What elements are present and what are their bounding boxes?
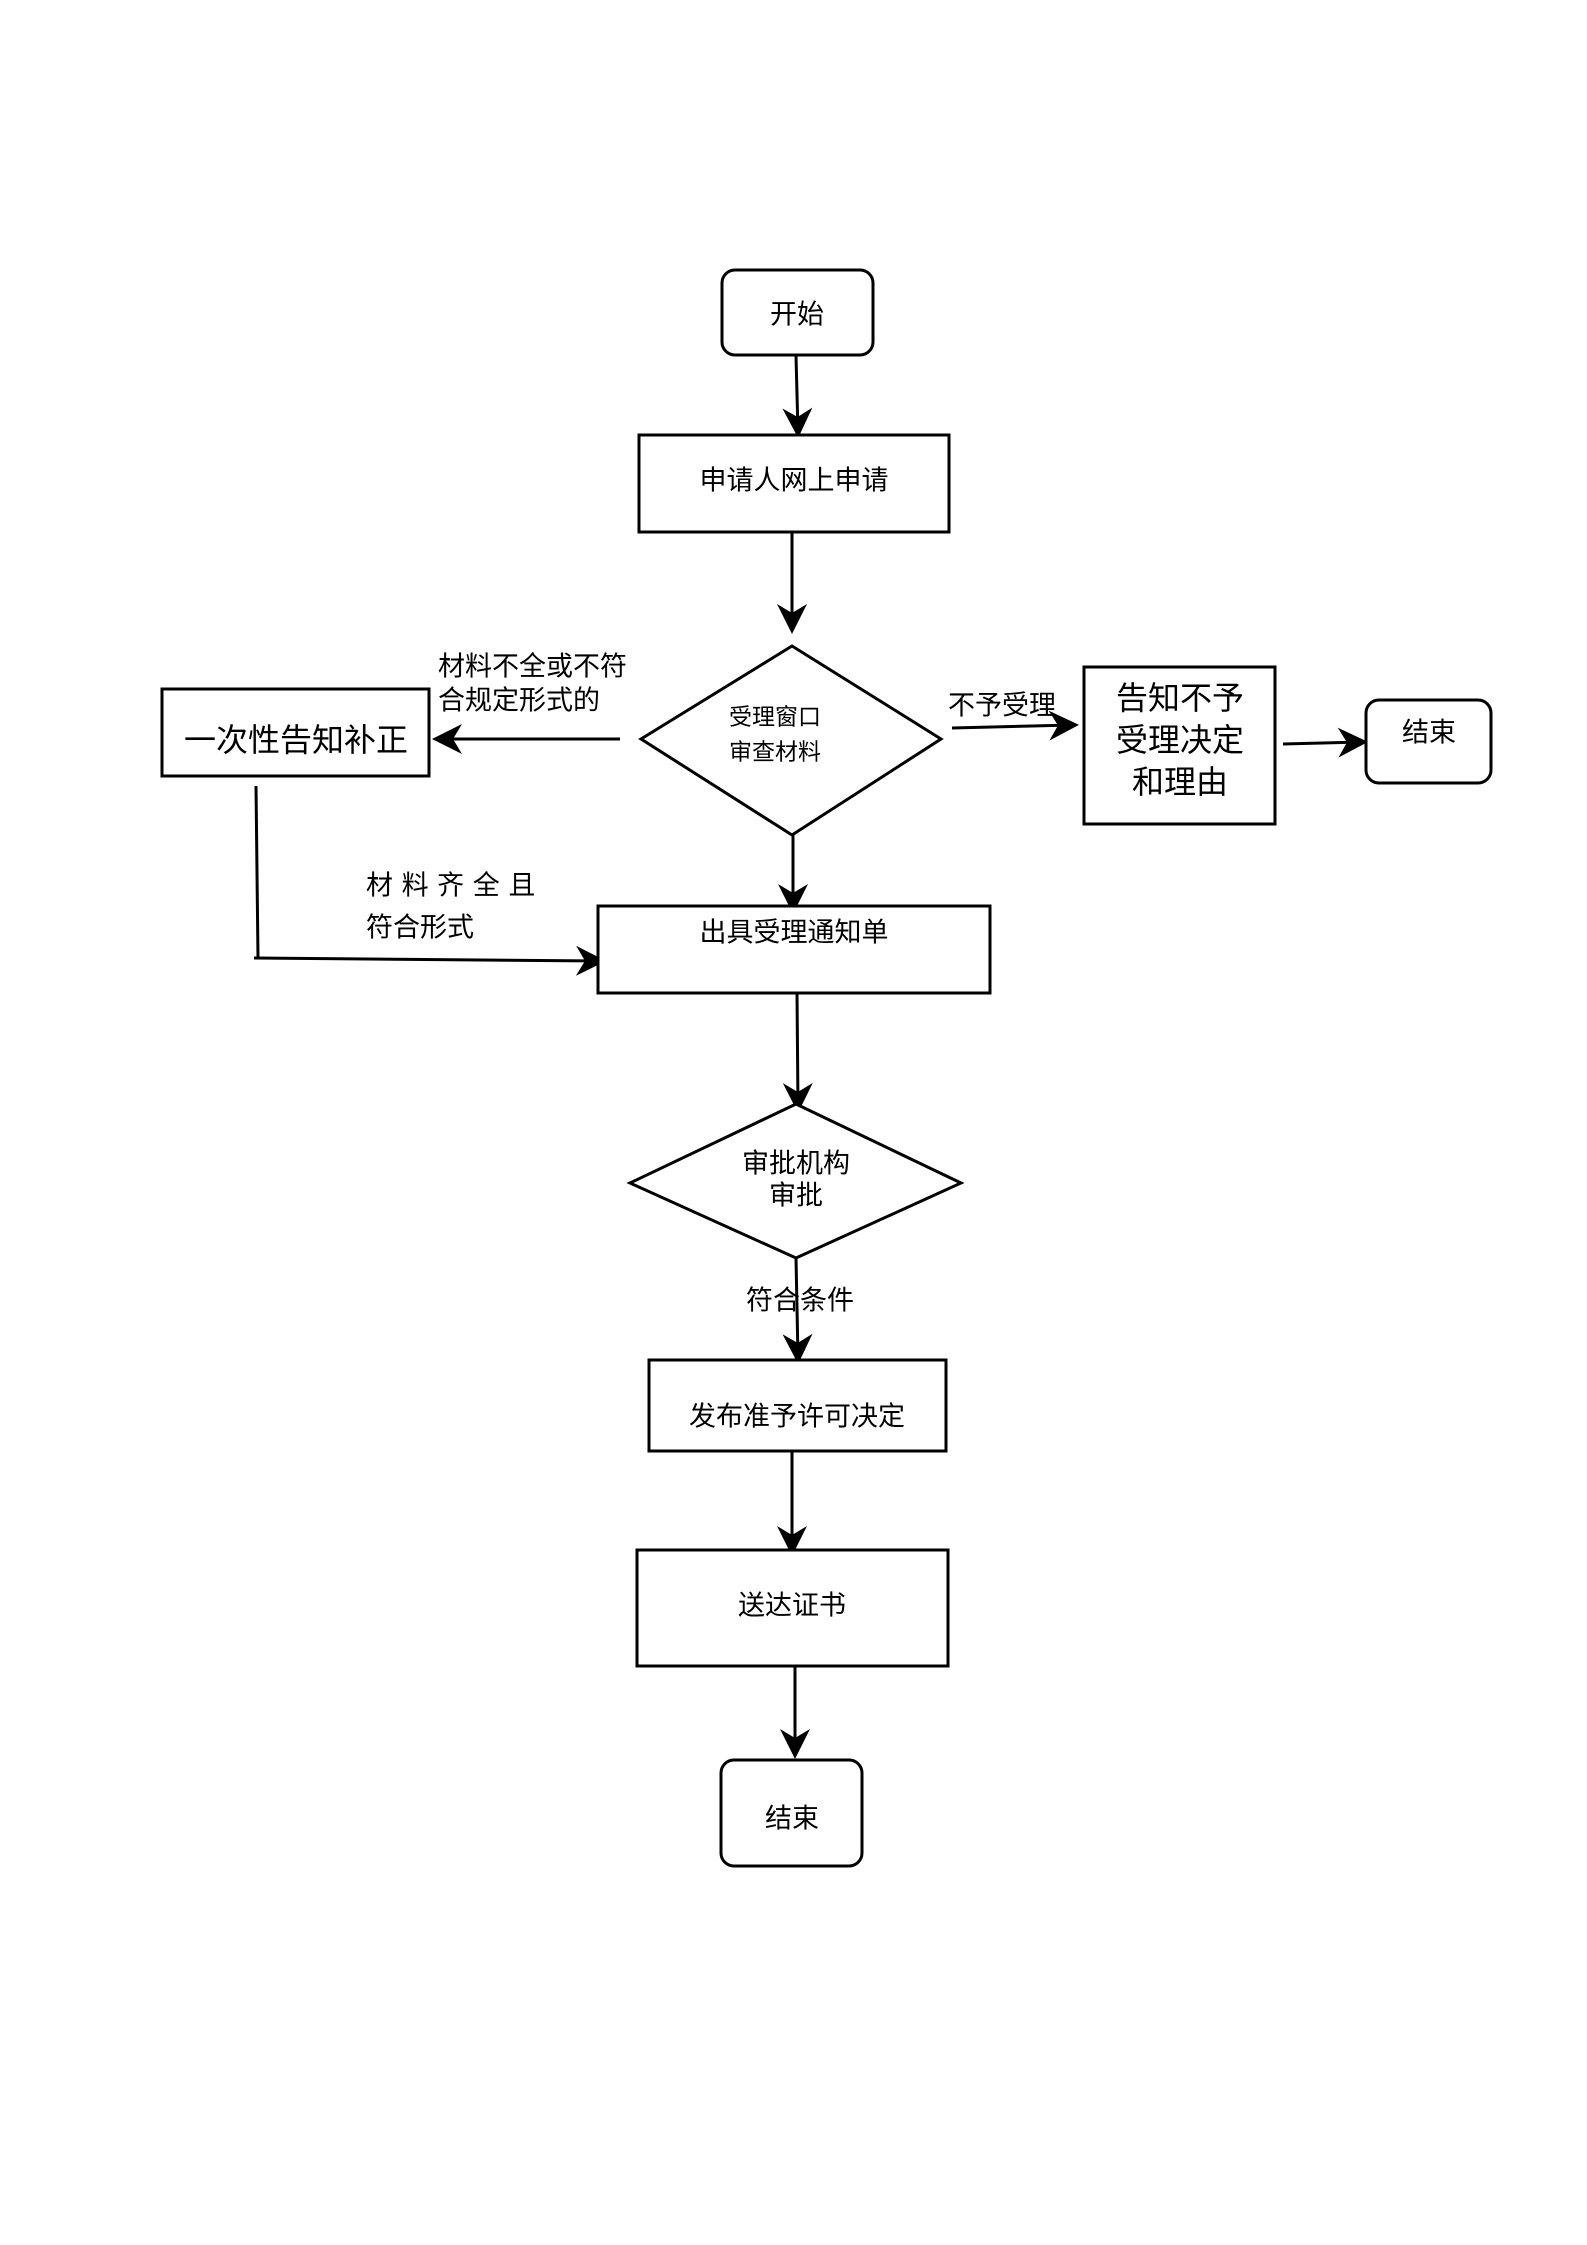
edge-label-qualified: 符合条件 bbox=[746, 1286, 854, 1317]
node-one-time-notice-label: 一次性告知补正 bbox=[184, 721, 408, 759]
edge-notice-down bbox=[254, 785, 260, 959]
node-acceptance-notice: 出具受理通知单 bbox=[596, 904, 992, 995]
node-end-bottom-label: 结束 bbox=[765, 1804, 819, 1835]
node-deliver-certificate-label: 送达证书 bbox=[738, 1591, 846, 1622]
node-rejection-notice-line2: 受理决定 bbox=[1116, 721, 1244, 759]
node-permit-decision: 发布准予许可决定 bbox=[647, 1358, 948, 1453]
node-review-window-line2: 审查材料 bbox=[729, 740, 821, 766]
node-review-window: 受理窗口 审查材料 bbox=[638, 644, 944, 837]
node-end-bottom: 结束 bbox=[719, 1758, 864, 1868]
edge-label-not-accepted: 不予受理 bbox=[948, 691, 1056, 722]
node-deliver-certificate: 送达证书 bbox=[635, 1548, 950, 1668]
node-approval-agency-line1: 审批机构 bbox=[742, 1149, 850, 1180]
node-acceptance-notice-label: 出具受理通知单 bbox=[700, 918, 889, 949]
node-rejection-notice-line1: 告知不予 bbox=[1116, 679, 1244, 717]
edge-label-complete-line2: 符合形式 bbox=[366, 913, 474, 944]
node-online-apply-label: 申请人网上申请 bbox=[700, 466, 889, 497]
node-review-window-line1: 受理窗口 bbox=[729, 705, 821, 731]
node-permit-decision-label: 发布准予许可决定 bbox=[689, 1402, 905, 1433]
node-one-time-notice: 一次性告知补正 bbox=[160, 687, 431, 778]
edges bbox=[253, 355, 1368, 1759]
node-approval-agency-line2: 审批 bbox=[769, 1181, 823, 1212]
edge-acceptance-to-approval bbox=[782, 992, 813, 1113]
edge-approval-to-permit bbox=[782, 1257, 813, 1364]
node-online-apply: 申请人网上申请 bbox=[637, 433, 951, 534]
node-start: 开始 bbox=[720, 268, 875, 357]
node-end-right-label: 结束 bbox=[1402, 718, 1456, 749]
edge-start-to-apply bbox=[782, 355, 813, 438]
node-end-right: 结束 bbox=[1364, 698, 1493, 785]
edge-notice-to-acceptance bbox=[253, 945, 606, 976]
node-start-label: 开始 bbox=[770, 300, 824, 331]
edge-label-incomplete-line2: 合规定形式的 bbox=[438, 686, 600, 717]
node-rejection-notice-line3: 和理由 bbox=[1132, 763, 1228, 801]
node-rejection-notice: 告知不予 受理决定 和理由 bbox=[1082, 665, 1277, 826]
edge-label-incomplete-line1: 材料不全或不符 bbox=[438, 652, 627, 683]
edge-review-to-rejection bbox=[951, 710, 1079, 741]
edge-rejection-to-end bbox=[1282, 727, 1368, 758]
node-approval-agency: 审批机构 审批 bbox=[626, 1102, 965, 1260]
edge-label-complete-line1: 材 料 齐 全 且 bbox=[366, 871, 535, 902]
